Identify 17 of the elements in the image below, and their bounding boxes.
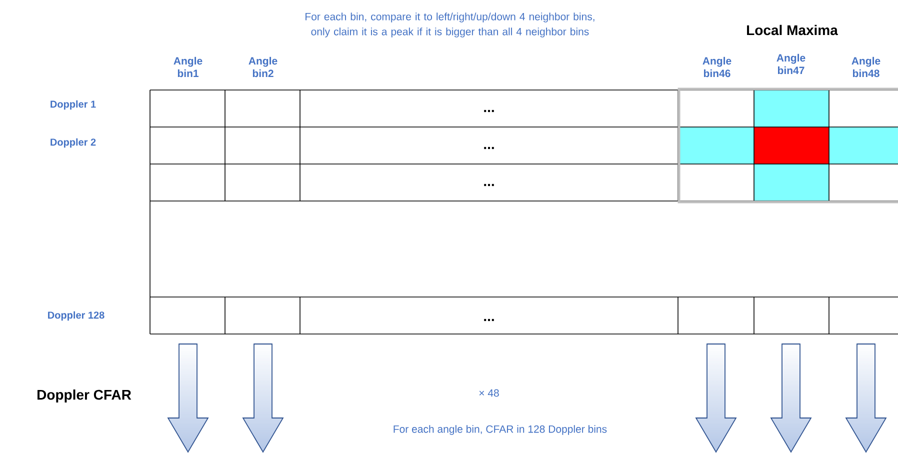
row-header: Doppler 2 — [50, 138, 96, 148]
column-header: Angle bin46 — [702, 56, 732, 78]
column-header: Angle bin48 — [852, 56, 880, 78]
caption-text: For each angle bin, CFAR in 128 Doppler bins — [394, 425, 607, 435]
ellipsis: ... — [484, 184, 494, 186]
instruction-text: For each bin, compare it to left/right/up/down 4 neighbor bins, only claim it is a peak if it is bigger than all 4 neighbor bins — [306, 12, 594, 38]
column-header: Angle bin1 — [174, 56, 202, 78]
row-header: Doppler 128 — [48, 311, 104, 321]
ellipsis: ... — [484, 110, 494, 112]
column-header: Angle bin47 — [776, 54, 806, 74]
column-header: Angle bin2 — [248, 56, 278, 78]
row-header: Doppler 1 — [50, 100, 96, 110]
heading: Local Maxima — [747, 24, 838, 36]
ellipsis: ... — [484, 318, 494, 322]
multiplier-label: × 48 — [479, 389, 499, 397]
ellipsis: ... — [484, 146, 494, 150]
side-title: Doppler CFAR — [38, 389, 132, 402]
